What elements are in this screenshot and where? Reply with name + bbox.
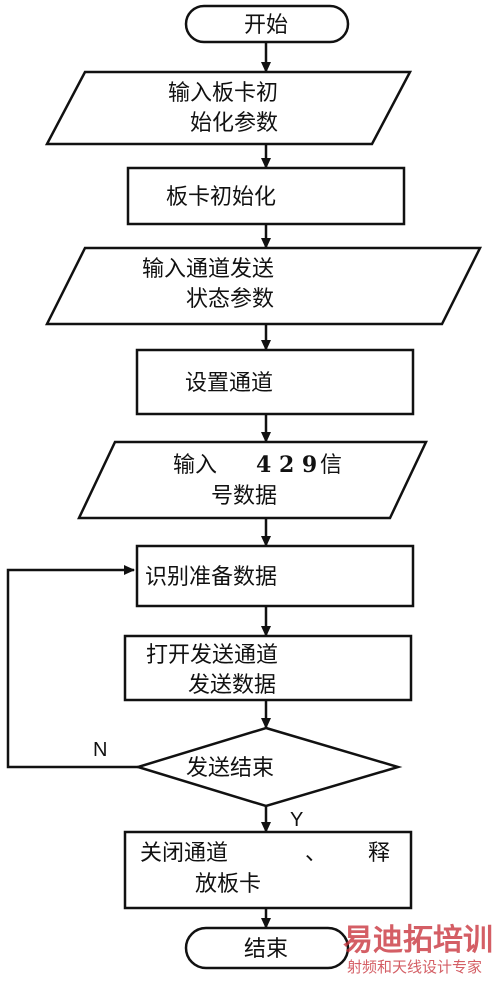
loop-back-connector-no (6, 565, 138, 769)
close-release-label-line2: 放板卡 (195, 872, 261, 897)
setup-channel-label: 设置通道 (185, 371, 273, 396)
no-branch-label: N (93, 739, 107, 761)
input-channel-label-line1: 输入通道发送 (142, 257, 274, 282)
setup-channel-process (135, 348, 415, 416)
board-init-label: 板卡初始化 (166, 185, 276, 210)
watermark-tagline: 射频和天线设计专家 (347, 958, 482, 976)
send-done-decision (133, 726, 403, 808)
close-release-process (123, 830, 413, 910)
close-release-label-mid: 、 (305, 841, 327, 866)
watermark-logo: 易迪拓培训 (343, 923, 493, 958)
input-429-label-suffix: 信 (320, 453, 342, 478)
input-channel-label-line2: 状态参数 (186, 287, 274, 312)
open-and-send-process (123, 634, 413, 702)
close-release-label-right: 释 (368, 841, 390, 866)
open-send-label-line2: 发送数据 (188, 673, 276, 698)
input-429-label-prefix: 输入 (173, 453, 217, 478)
open-send-label-line1: 打开发送通道 (146, 643, 278, 668)
identify-data-label: 识别准备数据 (145, 565, 277, 590)
yes-branch-label: Y (290, 809, 303, 831)
end-terminal (184, 926, 350, 970)
input-429-label-line2: 号数据 (211, 484, 277, 509)
end-label: 结束 (244, 937, 288, 962)
identify-data-process (135, 544, 415, 608)
input-429-data (77, 440, 428, 520)
start-label: 开始 (244, 13, 288, 38)
input-board-init-params (44, 70, 413, 146)
input-board-init-label-line2: 始化参数 (190, 111, 278, 136)
input-board-init-label-line1: 输入板卡初 (168, 81, 278, 106)
close-release-label-left: 关闭通道 (140, 841, 228, 866)
input-429-label-number: 4 2 9 (256, 452, 317, 478)
board-init-process (126, 166, 406, 226)
start-terminal (184, 4, 350, 44)
input-channel-params (44, 246, 483, 326)
send-done-label: 发送结束 (186, 756, 274, 781)
